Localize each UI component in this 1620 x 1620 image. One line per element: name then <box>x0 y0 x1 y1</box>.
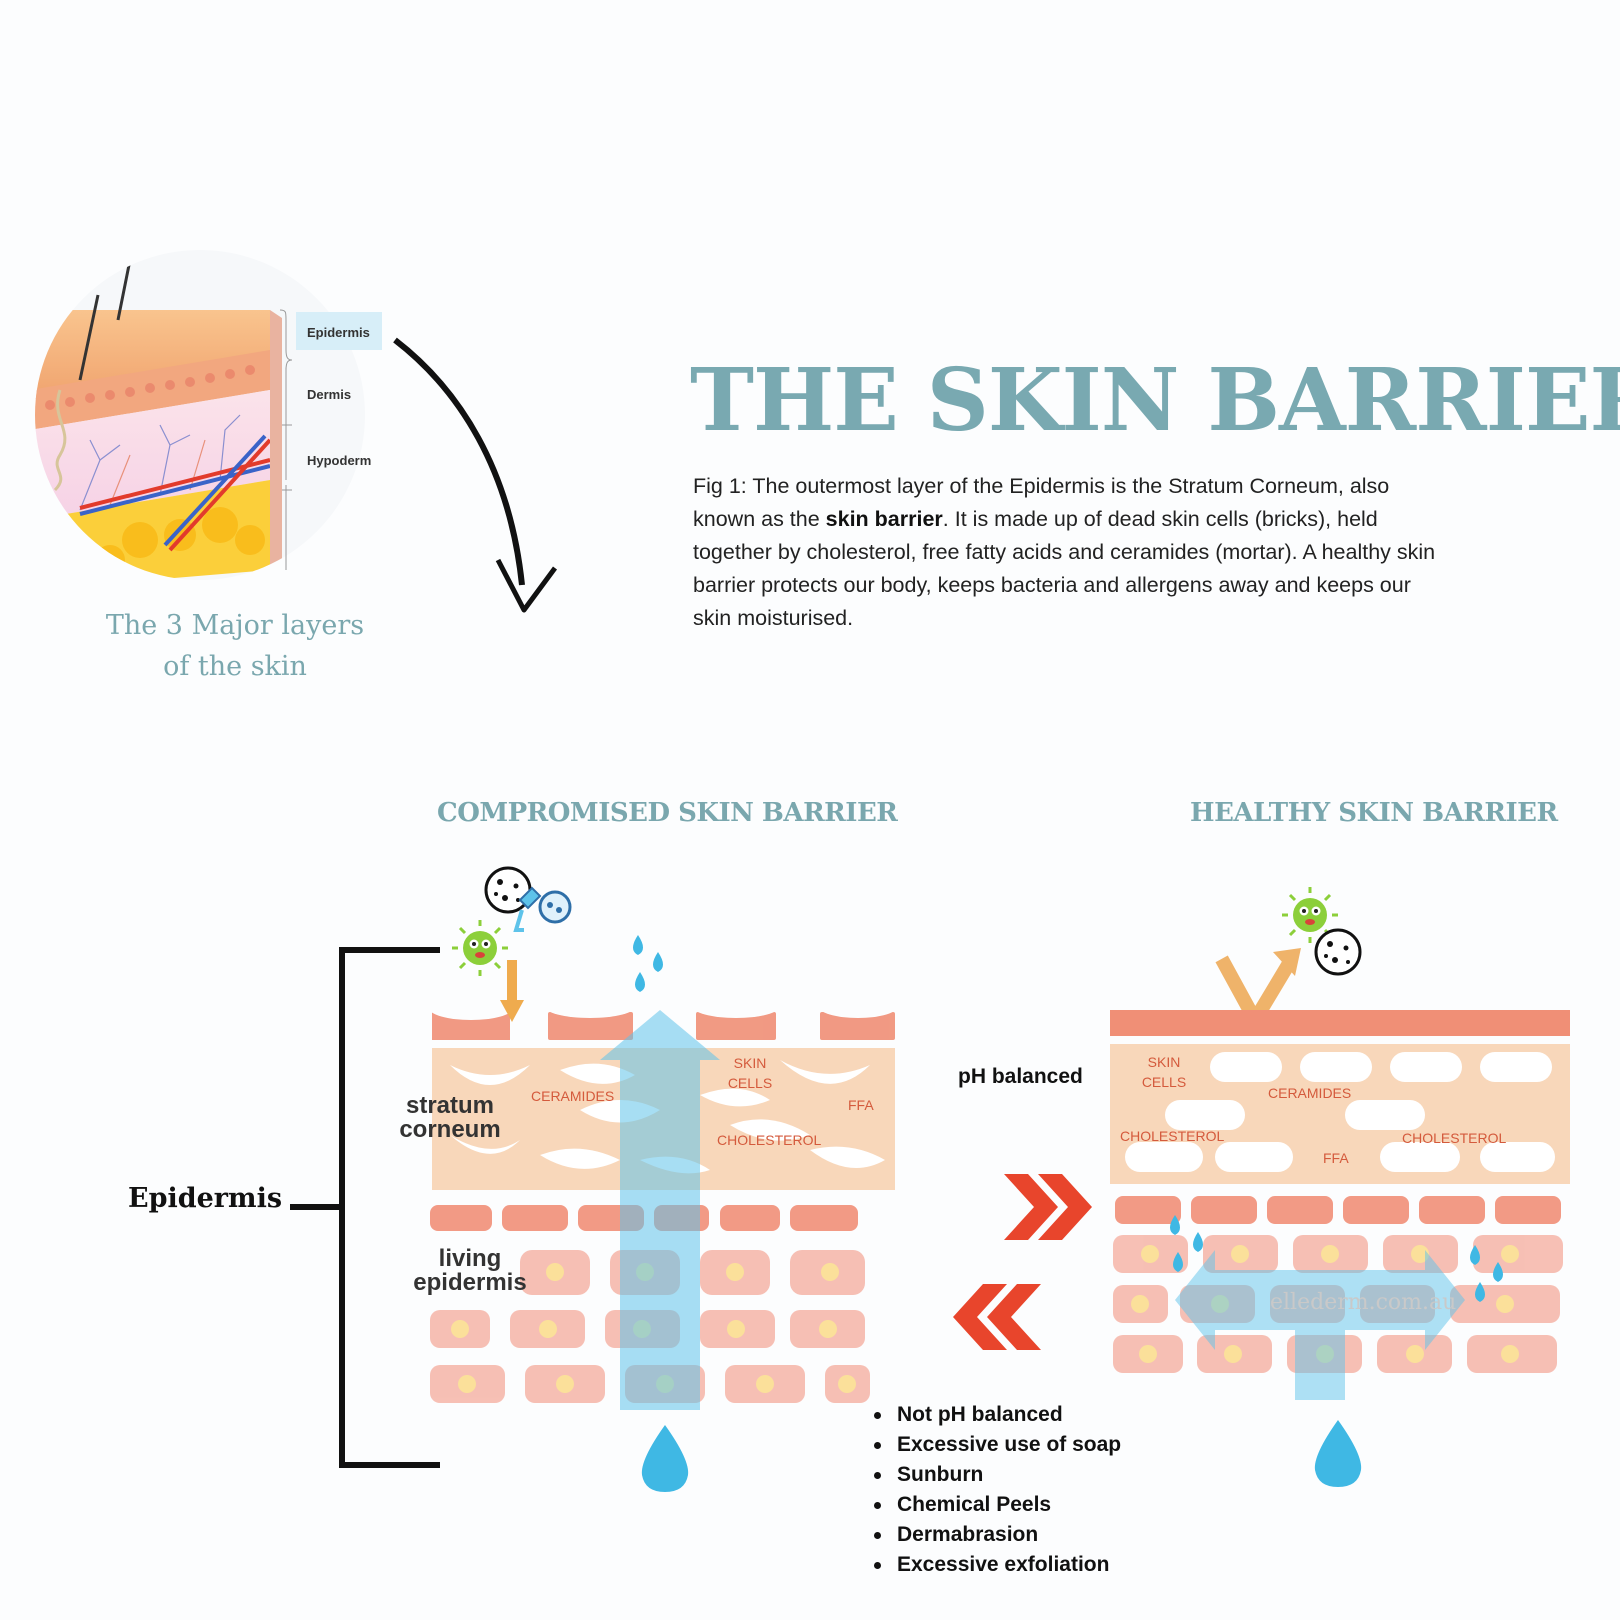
layers-caption-line1: The 3 Major layers <box>105 610 365 641</box>
compromised-barrier-diagram <box>430 866 898 1492</box>
bacteria-icon <box>1314 928 1362 976</box>
healthy-ceramides-label: CERAMIDES <box>1268 1085 1352 1101</box>
water-retained-arrow <box>1175 1250 1465 1400</box>
compromised-cholesterol-label: CHOLESTEROL <box>717 1132 822 1148</box>
down-arrow-icon <box>500 960 524 1022</box>
layers-caption: The 3 Major layers of the skin <box>100 605 370 687</box>
healthy-cholesterol-right-label: CHOLESTEROL <box>1402 1130 1507 1146</box>
stratum-corneum-line1: stratum <box>405 1092 495 1119</box>
intro-bold-term: skin barrier <box>825 507 943 531</box>
epidermis-label: Epidermis <box>128 1183 283 1214</box>
healthy-skin-cells-line1: SKIN <box>1147 1054 1181 1070</box>
compromised-skin-cells-line2: CELLS <box>727 1075 773 1091</box>
healthy-skin-cells-label: SKIN CELLS <box>1140 1052 1188 1092</box>
chevrons-right-icon <box>1004 1174 1092 1240</box>
list-item: Excessive exfoliation <box>873 1550 1121 1580</box>
healthy-cholesterol-left-label: CHOLESTEROL <box>1120 1128 1225 1144</box>
compromised-ffa-label: FFA <box>848 1097 874 1113</box>
intro-paragraph: Fig 1: The outermost layer of the Epider… <box>693 470 1453 635</box>
compromised-skin-cells-label: SKIN CELLS <box>725 1053 775 1093</box>
healthy-skin-cells-line2: CELLS <box>1141 1074 1187 1090</box>
stratum-corneum-label: stratum corneum <box>390 1094 510 1142</box>
healthy-title: HEALTHY SKIN BARRIER <box>1190 798 1558 828</box>
curved-arrow-icon <box>393 337 558 613</box>
label-dermis: Dermis <box>307 387 351 402</box>
epidermis-bracket <box>290 947 440 1468</box>
healthy-barrier-diagram <box>1110 887 1570 1487</box>
intro-text-1: Fig 1: The outermost layer of the Epider… <box>693 474 1390 531</box>
list-item: Not pH balanced <box>873 1400 1121 1430</box>
ph-balanced-label: pH balanced <box>958 1065 1083 1088</box>
compromised-ceramides-label: CERAMIDES <box>531 1088 615 1104</box>
list-item: Excessive use of soap <box>873 1430 1121 1460</box>
layers-caption-line2: of the skin <box>163 651 307 682</box>
page-title: THE SKIN BARRIER <box>690 350 1620 451</box>
label-hypodermis: Hypoderm <box>307 453 371 468</box>
list-item: Sunburn <box>873 1460 1121 1490</box>
germ-icon <box>1282 887 1338 943</box>
compromised-skin-cells-line1: SKIN <box>733 1055 767 1071</box>
deflect-arrow-icon <box>1215 948 1301 1035</box>
living-epidermis-line1: living <box>438 1245 502 1272</box>
living-epidermis-label: living epidermis <box>405 1247 535 1295</box>
water-drop-icon <box>633 935 689 1492</box>
list-item: Chemical Peels <box>873 1490 1121 1520</box>
bacteria-icon <box>484 866 532 914</box>
chevrons-left-icon <box>953 1284 1041 1350</box>
stratum-corneum-line2: corneum <box>399 1116 501 1143</box>
germ-icon <box>452 920 508 976</box>
label-epidermis: Epidermis <box>307 325 370 340</box>
compromised-title: COMPROMISED SKIN BARRIER <box>437 798 898 828</box>
allergen-icon <box>513 886 572 932</box>
intro-text-2: . It is made up of dead skin cells (bric… <box>693 507 1436 630</box>
watermark: ellederm.com.au <box>1270 1290 1457 1315</box>
skin-layers-illustration: Epidermis Dermis Hypoderm <box>35 250 382 580</box>
water-loss-arrow <box>600 1010 720 1410</box>
living-epidermis-line2: epidermis <box>413 1269 527 1296</box>
causes-list: Not pH balanced Excessive use of soap Su… <box>873 1400 1121 1580</box>
list-item: Dermabrasion <box>873 1520 1121 1550</box>
water-drop-icon <box>1170 1215 1503 1487</box>
healthy-ffa-label: FFA <box>1323 1150 1349 1166</box>
